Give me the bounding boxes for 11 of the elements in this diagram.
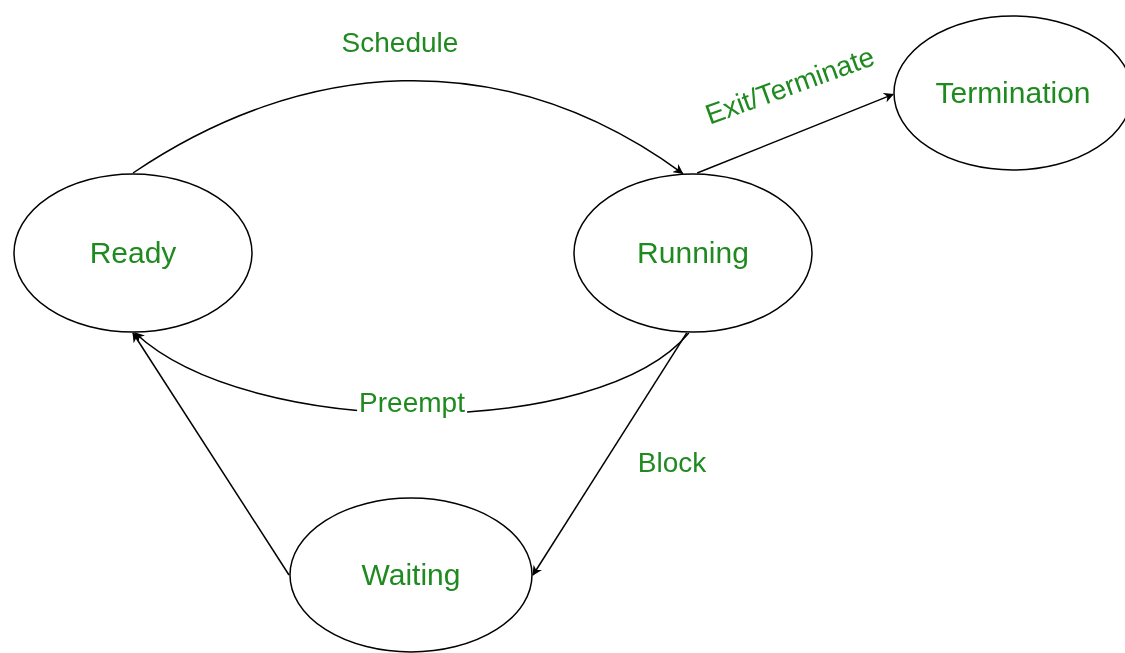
arrow [132, 80, 684, 175]
arrow [696, 93, 894, 174]
arrow [532, 332, 688, 576]
arrow [132, 332, 290, 576]
state-ellipse [13, 173, 253, 333]
state-label: Waiting [361, 558, 461, 592]
state-label: Running [637, 236, 749, 270]
state-label: Termination [935, 76, 1091, 110]
state-ellipse [289, 497, 533, 653]
state-label: Ready [89, 236, 177, 270]
state-ellipse [573, 173, 813, 333]
